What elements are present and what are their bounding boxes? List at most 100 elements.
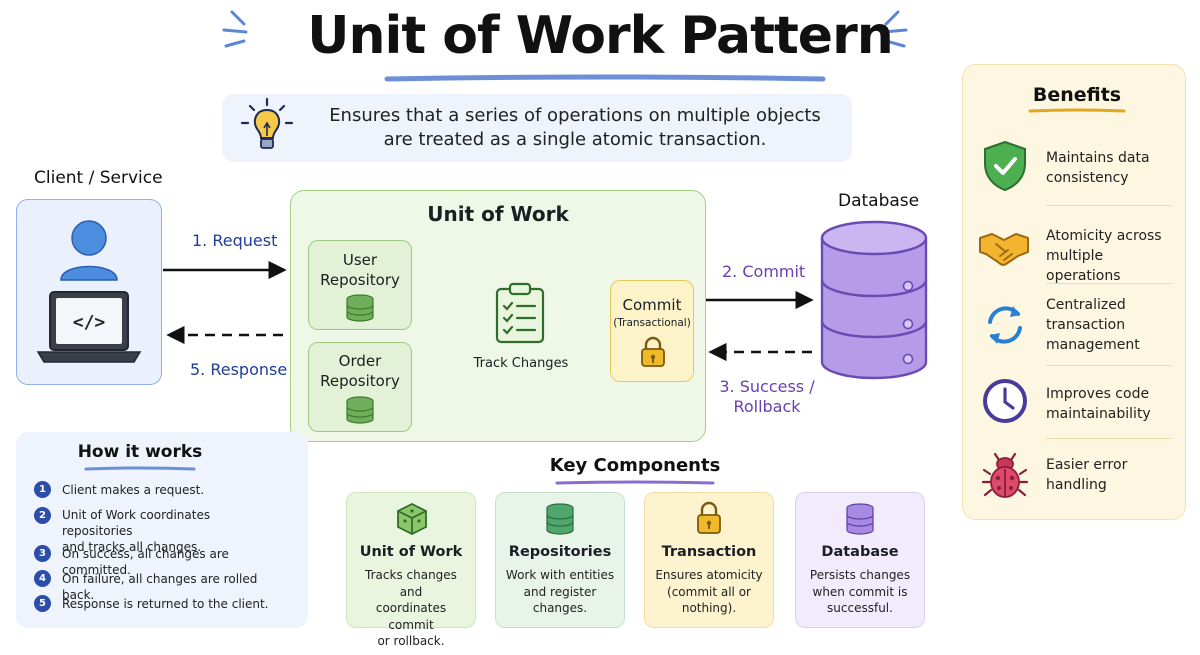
benefit-3-line-2: transaction [1046,317,1126,333]
step-2-text: Unit of Work coordinates repositories an… [62,507,282,555]
benefit-5-line-1: Easier error [1046,457,1128,473]
benefit-5-line-2: handling [1046,477,1107,493]
step-4-number: 4 [34,570,51,587]
clock-icon [983,379,1027,423]
subtitle-line-1: Ensures that a series of operations on m… [329,105,821,126]
order-repo-line-1: Order [338,352,382,370]
step-3-text: On success, all changes are committed. [62,546,282,578]
response-label: 5. Response [190,360,288,379]
benefit-5-text: Easier error handling [1046,455,1181,495]
unit-of-work-title: Unit of Work [427,202,569,226]
padlock-icon [641,336,665,367]
order-repo-line-2: Repository [320,372,400,390]
order-repo-db-icon [346,396,374,424]
benefit-4-line-1: Improves code [1046,386,1150,402]
success-line-2: Rollback [733,397,801,416]
how-title-underline [84,466,196,471]
transaction-padlock-icon [697,501,721,534]
benefit-divider-3 [1046,365,1172,366]
cube-icon [397,502,427,536]
commit-title: Commit [622,296,682,314]
kc-desc-4-line-1: Persists changes [809,568,911,582]
step-1-line-1: Client makes a request. [62,483,205,497]
kc-name-database: Database [821,544,899,560]
kc-desc-2-line-3: changes. [532,601,588,615]
client-label: Client / Service [34,168,163,188]
kc-desc-1-line-3: or rollback. [377,634,445,648]
handshake-icon [979,233,1029,266]
kc-desc-2-line-1: Work with entities [505,568,615,582]
database-label: Database [838,191,920,211]
success-rollback-label: 3. Success / Rollback [712,377,822,417]
benefit-2-text: Atomicity across multiple operations [1046,226,1181,286]
benefit-1-line-1: Maintains data [1046,150,1150,166]
svg-text:</>: </> [73,312,106,333]
track-changes-label: Track Changes [473,356,569,371]
kc-desc-database: Persists changes when commit is successf… [795,567,925,617]
key-components-underline [555,480,715,485]
commit-subtitle: (Transactional) [613,317,691,329]
kc-desc-4-line-3: successful. [827,601,893,615]
benefits-underline [1028,108,1126,113]
benefit-2-line-1: Atomicity across [1046,228,1162,244]
subtitle: Ensures that a series of operations on m… [310,104,840,152]
kc-desc-2-line-2: and register [523,584,597,599]
sync-arrows-icon [988,306,1022,344]
benefits-title: Benefits [1032,84,1122,106]
clipboard-checklist-icon [495,282,545,344]
how-it-works-title: How it works [77,442,203,462]
benefit-divider-1 [1046,205,1172,206]
kc-desc-repositories: Work with entities and register changes. [495,567,625,617]
kc-desc-3-line-1: Ensures atomicity [655,568,763,582]
user-repo-line-2: Repository [320,271,400,289]
database-icon [820,220,928,380]
benefits-panel [962,64,1186,520]
sparkle-right-icon [882,10,908,48]
subtitle-box [222,94,852,162]
step-2-number: 2 [34,507,51,524]
step-5-text: Response is returned to the client. [62,596,282,612]
step-1-text: Client makes a request. [62,482,282,498]
commit-flow-label: 2. Commit [722,262,806,281]
order-repository-label: Order Repository [308,351,412,391]
benefit-divider-2 [1046,283,1172,284]
kc-name-transaction: Transaction [661,544,757,560]
bug-icon [981,452,1029,498]
benefit-1-text: Maintains data consistency [1046,148,1181,188]
step-2-line-1: Unit of Work coordinates repositories [62,508,211,538]
step-4-text: On failure, all changes are rolled back. [62,571,282,603]
benefit-3-text: Centralized transaction management [1046,295,1181,355]
sparkle-left-icon [222,10,248,48]
benefit-4-line-2: maintainability [1046,406,1151,422]
step-1-number: 1 [34,481,51,498]
benefit-divider-4 [1046,438,1172,439]
kc-desc-3-line-3: nothing). [681,601,737,615]
step-2-line-2: and tracks all changes. [62,540,202,554]
step-3-line-1: On success, all changes are committed. [62,547,229,577]
how-it-works-panel [16,432,308,628]
kc-desc-1-line-1: Tracks changes and [365,568,457,599]
step-5-number: 5 [34,595,51,612]
success-line-1: 3. Success / [719,377,815,396]
benefit-3-line-3: management [1046,337,1140,353]
user-repo-line-1: User [342,251,378,269]
kc-database-icon [846,503,874,535]
page-title: Unit of Work Pattern [307,6,894,66]
kc-name-unit-of-work: Unit of Work [359,544,463,560]
client-laptop-icon: </> [36,220,142,363]
user-repo-db-icon [346,294,374,322]
step-3-number: 3 [34,545,51,562]
lightbulb-icon [240,97,294,149]
benefit-4-text: Improves code maintainability [1046,384,1181,424]
kc-desc-3-line-2: (commit all or [667,584,751,599]
step-4-line-1: On failure, all changes are rolled back. [62,572,258,602]
user-repository-label: User Repository [308,250,412,290]
benefit-1-line-2: consistency [1046,170,1129,186]
shield-check-icon [984,140,1026,192]
key-components-title: Key Components [549,455,721,476]
request-label: 1. Request [192,231,278,250]
repositories-db-icon [546,503,574,535]
kc-desc-transaction: Ensures atomicity (commit all or nothing… [644,567,774,617]
kc-desc-4-line-2: when commit is [812,584,908,599]
kc-name-repositories: Repositories [508,544,612,560]
